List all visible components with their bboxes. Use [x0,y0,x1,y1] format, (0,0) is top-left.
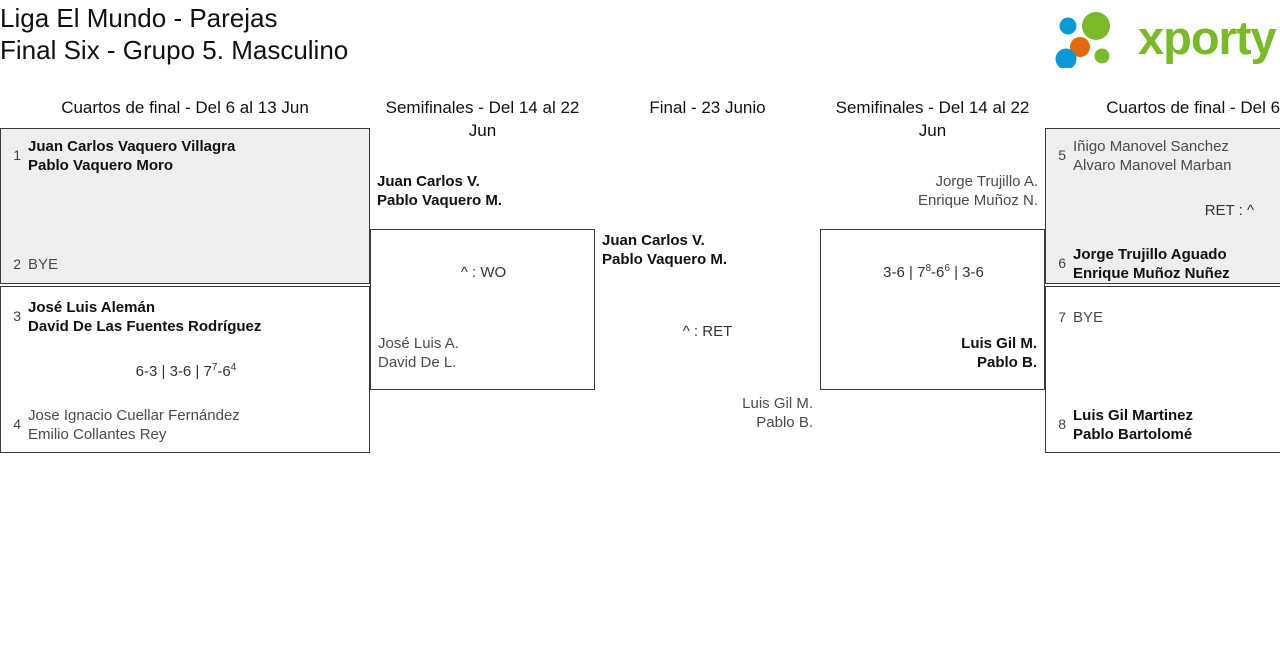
player-2-name: Pablo B. [976,354,1037,371]
sf-right-bottom-team[interactable]: Luis Gil M. Pablo B. [961,334,1037,372]
player-2-name: Pablo Vaquero M. [377,192,503,209]
match-box-sf-left[interactable]: ^ : WO José Luis A. David De L. [370,229,595,390]
round-header-qf-left: Cuartos de final - Del 6 al 13 Jun [61,98,309,117]
player-2-name: Pablo Bartolomé [1073,426,1193,443]
team-names: Iñigo Manovel Sanchez Alvaro Manovel Mar… [1073,137,1231,175]
round-header-final: Final - 23 Junio [649,98,766,117]
final-top-team[interactable]: Juan Carlos V. Pablo Vaquero M. [602,231,727,269]
player-1-name: Jorge Trujillo Aguado [1073,246,1227,263]
xporty-logo[interactable]: xporty [1046,6,1277,70]
team-names: BYE [28,256,59,273]
match-box-qf1[interactable]: 1 Juan Carlos Vaquero Villagra Pablo Vaq… [0,128,370,284]
seed-number: 1 [13,147,21,163]
match-score-qf2: 6-3 | 3-6 | 77-64 [135,362,237,381]
team-seed-7[interactable]: 7 BYE [1055,308,1103,327]
team-seed-5[interactable]: 5 Iñigo Manovel Sanchez Alvaro Manovel M… [1055,137,1231,175]
player-1-name: Juan Carlos Vaquero Villagra [28,138,236,155]
team-names: José Luis A. David De L. [378,334,459,372]
sf-right-top-team[interactable]: Jorge Trujillo A. Enrique Muñoz N. [820,172,1038,210]
player-2-name: Enrique Muñoz Nuñez [1073,265,1230,282]
player-1-name: Juan Carlos V. [377,173,480,190]
seed-number: 5 [1058,147,1066,163]
player-1-name: Luis Gil Martinez [1073,407,1194,424]
team-seed-3[interactable]: 3 José Luis Alemán David De Las Fuentes … [10,298,261,336]
team-names: Juan Carlos Vaquero Villagra Pablo Vaque… [28,137,235,175]
logo-wordmark: xporty [1138,11,1277,64]
page-title: Liga El Mundo - Parejas Final Six - Grup… [0,2,348,66]
player-2-name: David De Las Fuentes Rodríguez [28,318,262,335]
team-names: Jose Ignacio Cuellar Fernández Emilio Co… [28,406,240,444]
player-2-name: Emilio Collantes Rey [28,426,167,443]
player-2-name: Pablo Vaquero M. [602,251,728,268]
player-1-name: Luis Gil M. [742,395,813,412]
player-2-name: Pablo B. [756,414,813,431]
logo-dots-icon [1055,12,1110,68]
team-seed-6[interactable]: 6 Jorge Trujillo Aguado Enrique Muñoz Nu… [1055,245,1230,283]
seed-number: 3 [13,308,21,324]
round-header-qf-right: Cuartos de final - Del 6 al 13 Jun [1106,98,1280,117]
team-names: José Luis Alemán David De Las Fuentes Ro… [28,298,261,336]
seed-number: 7 [1058,309,1066,325]
team-names: Luis Gil Martinez Pablo Bartolomé [1073,406,1193,444]
player-2-name: Pablo Vaquero Moro [28,157,174,174]
team-seed-4[interactable]: 4 Jose Ignacio Cuellar Fernández Emilio … [10,406,240,444]
match-box-sf-right[interactable]: 3-6 | 78-66 | 3-6 Luis Gil M. Pablo B. [820,229,1045,390]
match-score-final: ^ : RET [682,323,733,340]
player-1-name: José Luis A. [378,335,459,352]
title-line-2: Final Six - Grupo 5. Masculino [0,35,349,65]
team-seed-8[interactable]: 8 Luis Gil Martinez Pablo Bartolomé [1055,406,1193,444]
match-box-qf2[interactable]: 3 José Luis Alemán David De Las Fuentes … [0,286,370,453]
team-seed-1[interactable]: 1 Juan Carlos Vaquero Villagra Pablo Vaq… [10,137,235,175]
match-score-sf-right: 3-6 | 78-66 | 3-6 [883,263,984,282]
title-line-1: Liga El Mundo - Parejas [0,3,278,33]
player-2-name: Alvaro Manovel Marban [1073,157,1232,174]
match-score-qf3: RET : ^ [1204,202,1254,219]
seed-number: 2 [13,256,21,272]
final-bottom-team[interactable]: Luis Gil M. Pablo B. [595,394,813,432]
player-1-name: José Luis Alemán [28,299,155,316]
seed-number: 4 [13,416,21,432]
team-seed-2[interactable]: 2 BYE [10,255,58,274]
player-1-name: Iñigo Manovel Sanchez [1073,138,1229,155]
player-1-name: Jorge Trujillo A. [935,173,1038,190]
player-2-name: David De L. [378,354,457,371]
sf-left-bottom-team[interactable]: José Luis A. David De L. [378,334,459,372]
sf-left-top-team[interactable]: Juan Carlos V. Pablo Vaquero M. [377,172,502,210]
player-2-name: Enrique Muñoz N. [917,192,1038,209]
match-score-sf-left: ^ : WO [460,264,507,281]
round-header-sf-left: Semifinales - Del 14 al 22 Jun [385,98,580,140]
team-names: BYE [1073,309,1104,326]
match-box-qf4[interactable]: 7 BYE 8 Luis Gil Martinez Pablo Bartolom… [1045,286,1280,453]
seed-number: 8 [1058,416,1066,432]
player-1-name: Jose Ignacio Cuellar Fernández [28,407,240,424]
match-box-qf3[interactable]: 5 Iñigo Manovel Sanchez Alvaro Manovel M… [1045,128,1280,284]
team-names: Luis Gil M. Pablo B. [961,334,1037,372]
team-names: Jorge Trujillo Aguado Enrique Muñoz Nuñe… [1073,245,1230,283]
round-header-sf-right: Semifinales - Del 14 al 22 Jun [835,98,1030,140]
seed-number: 6 [1058,255,1066,271]
player-1-name: Juan Carlos V. [602,232,705,249]
player-1-name: Luis Gil M. [961,335,1037,352]
